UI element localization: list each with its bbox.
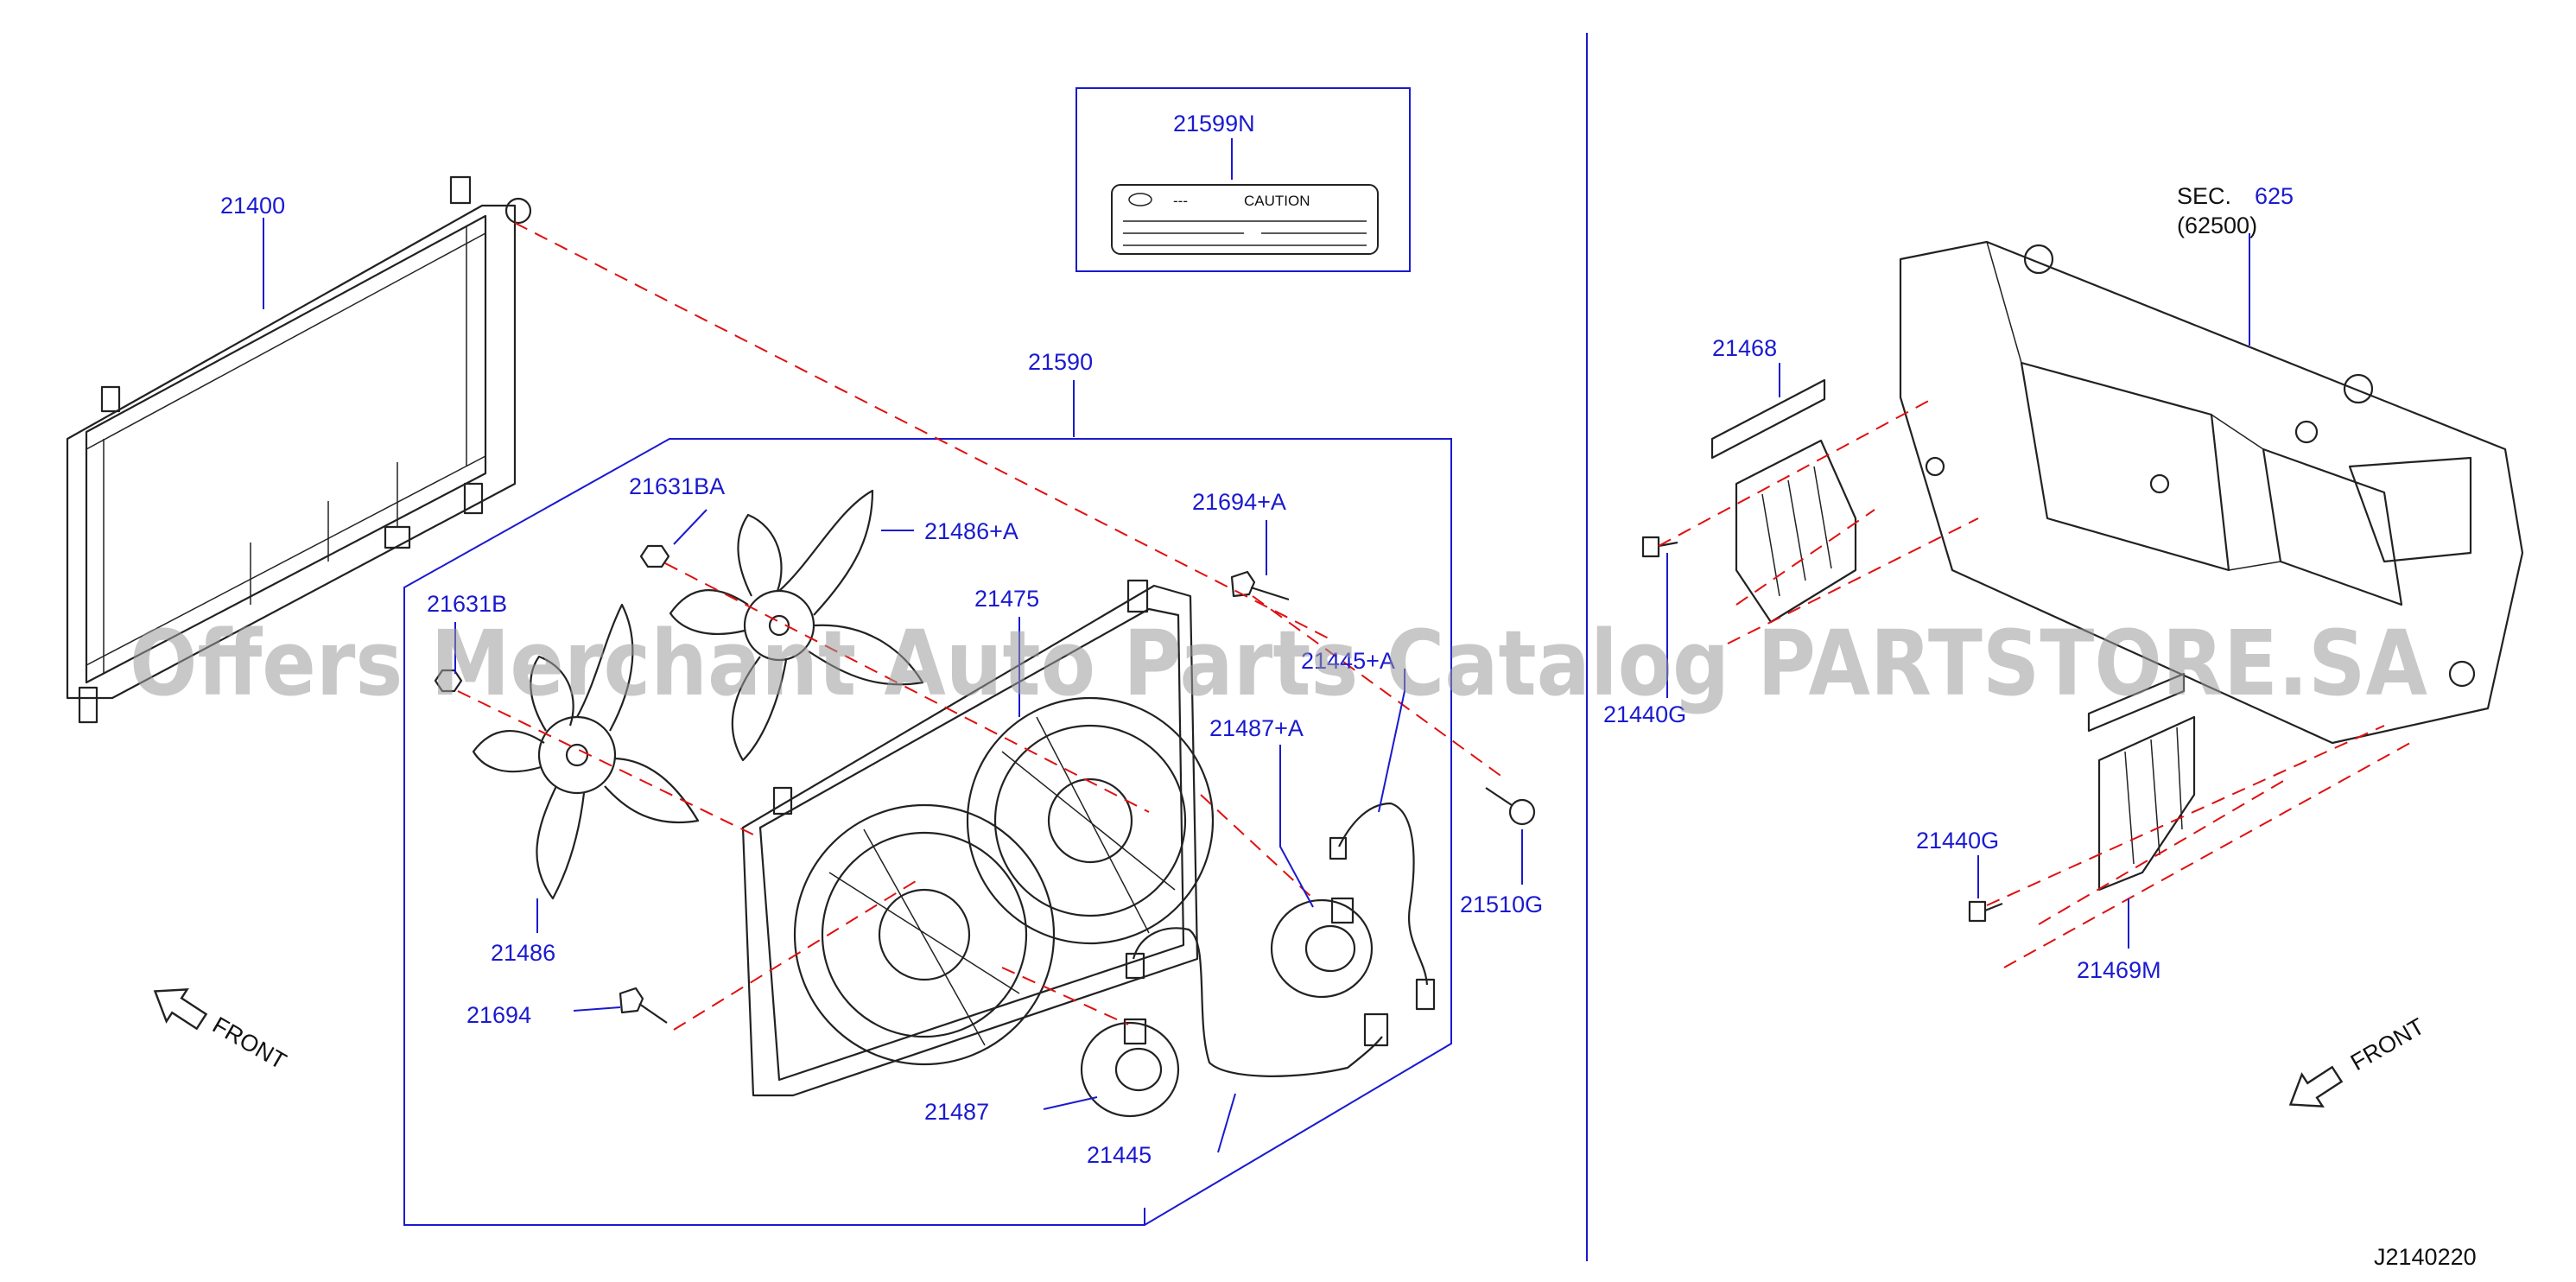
bolt-21694[interactable] — [619, 987, 668, 1024]
fan-motor-21487a[interactable] — [1270, 897, 1374, 999]
watermark: Offers Merchant Auto Parts Catalog PARTS… — [130, 611, 2427, 716]
assembly-guide-lines — [457, 222, 2411, 1031]
drawing-id: J2140220 — [2374, 1244, 2477, 1270]
radiator[interactable] — [66, 175, 532, 724]
bolt-21694a[interactable] — [1230, 570, 1290, 601]
fan-shroud[interactable] — [741, 579, 1215, 1097]
label-21400: 21400 — [220, 193, 285, 219]
label-21694a: 21694+A — [1192, 489, 1286, 515]
label-21631b: 21631B — [427, 591, 507, 617]
caution-label[interactable]: --- CAUTION — [1111, 184, 1379, 255]
label-21599n: 21599N — [1173, 111, 1255, 136]
label-21440g-bottom: 21440G — [1916, 828, 1999, 854]
clip-21440g-top[interactable] — [1641, 536, 1678, 558]
air-guide-21468[interactable] — [1710, 378, 1857, 624]
label-21468: 21468 — [1712, 335, 1777, 361]
fan-blade-21486[interactable] — [472, 603, 700, 900]
front-label-left: FRONT — [208, 1012, 291, 1074]
radiator-core-support[interactable] — [1899, 240, 2524, 745]
screw-21510g[interactable] — [1485, 787, 1536, 826]
label-21486: 21486 — [491, 940, 555, 966]
front-label-right: FRONT — [2346, 1013, 2429, 1076]
label-sec-number[interactable]: 625 — [2255, 183, 2294, 209]
harness-21445[interactable] — [1125, 927, 1389, 1077]
label-21631ba: 21631BA — [629, 473, 725, 499]
label-21486a: 21486+A — [924, 518, 1018, 544]
label-sec-code: (62500) — [2177, 213, 2257, 238]
label-21487a: 21487+A — [1209, 715, 1304, 741]
label-21510g: 21510G — [1460, 892, 1543, 917]
nut-21631ba[interactable] — [639, 544, 670, 568]
leader-lines — [263, 138, 2250, 1153]
front-arrow-left: FRONT — [153, 988, 291, 1075]
fan-motor-21487[interactable] — [1080, 1018, 1180, 1118]
label-21469m: 21469M — [2077, 957, 2161, 983]
label-21440g-top: 21440G — [1603, 701, 1686, 727]
front-arrow-right: FRONT — [2288, 1013, 2429, 1107]
label-21487: 21487 — [924, 1099, 989, 1125]
air-guide-21469m[interactable] — [2087, 672, 2196, 892]
label-21694: 21694 — [466, 1002, 531, 1028]
harness-21445a[interactable] — [1329, 802, 1436, 1011]
label-sec: SEC. — [2177, 183, 2231, 209]
label-21445: 21445 — [1087, 1142, 1152, 1168]
label-21590: 21590 — [1028, 349, 1093, 375]
label-21475: 21475 — [974, 586, 1039, 612]
fan-assembly-frame — [403, 438, 1452, 1226]
clip-21440g-bottom[interactable] — [1968, 900, 2003, 923]
caution-text: CAUTION — [1244, 193, 1310, 209]
label-21445a: 21445+A — [1301, 648, 1395, 674]
caution-dashes: --- — [1173, 193, 1188, 209]
caution-label-box — [1075, 87, 1411, 272]
fan-blade-21486a[interactable] — [669, 489, 924, 762]
